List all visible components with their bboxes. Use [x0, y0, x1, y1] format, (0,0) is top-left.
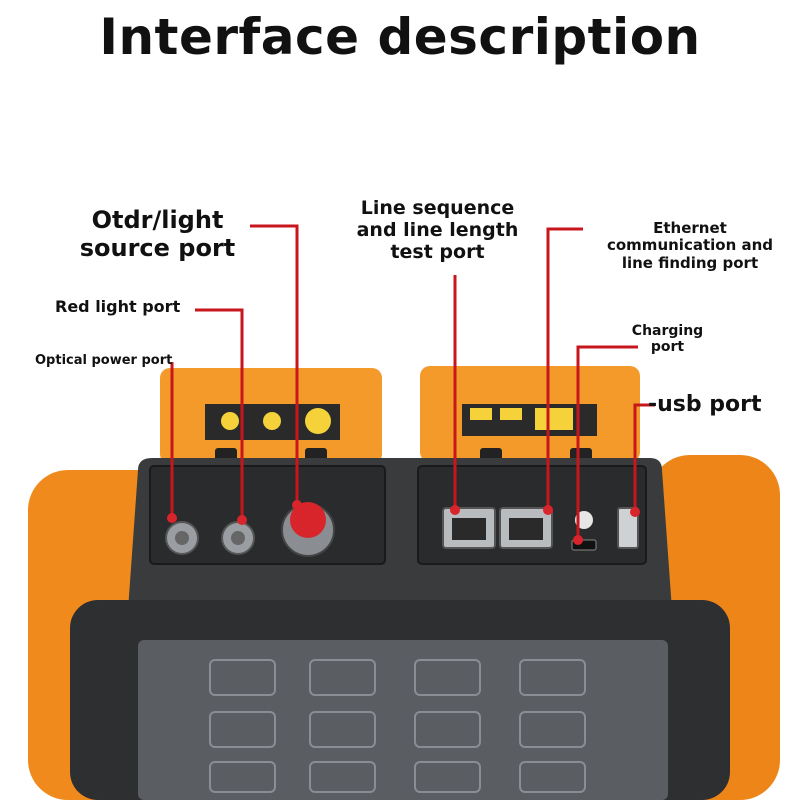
page-title: Interface description	[99, 8, 701, 66]
connector-core	[175, 531, 189, 545]
charging-label: Charging port	[620, 323, 715, 355]
otdr-label-line2: source port	[79, 233, 236, 262]
otdr-label: Otdr/light source port	[70, 206, 245, 262]
otdr-red-cap	[290, 502, 326, 538]
otdr-label-line1: Otdr/light	[91, 206, 224, 234]
usb-label: -usb port	[648, 392, 762, 417]
charging-line1: Charging	[631, 323, 704, 339]
screen	[138, 640, 668, 800]
ethernet-line1: Ethernet	[653, 219, 727, 237]
rj45-opening	[452, 518, 486, 540]
sticker-dot	[305, 408, 331, 434]
line-sequence-line2: and line length	[356, 218, 519, 241]
sticker-block	[535, 408, 573, 430]
sticker-block	[500, 408, 522, 420]
callout-dots	[167, 500, 640, 545]
sticker-block	[470, 408, 492, 420]
charging-line2: port	[650, 339, 685, 356]
red-light-label: Red light port	[55, 297, 181, 316]
screen-app-tiles	[209, 659, 586, 793]
callout-lines	[170, 224, 655, 540]
line-sequence-line1: Line sequence	[360, 197, 515, 219]
connector-core	[231, 531, 245, 545]
ethernet-label: Ethernet communication and line finding …	[590, 219, 790, 272]
ethernet-line3: line finding port	[621, 253, 759, 272]
sticker-dot	[263, 412, 281, 430]
line-sequence-line3: test port	[390, 240, 485, 263]
line-sequence-label: Line sequence and line length test port	[340, 197, 535, 264]
rj45-opening	[509, 518, 543, 540]
sticker-dot	[221, 412, 239, 430]
ethernet-line2: communication and	[606, 236, 774, 255]
optical-power-label: Optical power port	[35, 353, 173, 368]
usb-a-port	[617, 507, 639, 549]
